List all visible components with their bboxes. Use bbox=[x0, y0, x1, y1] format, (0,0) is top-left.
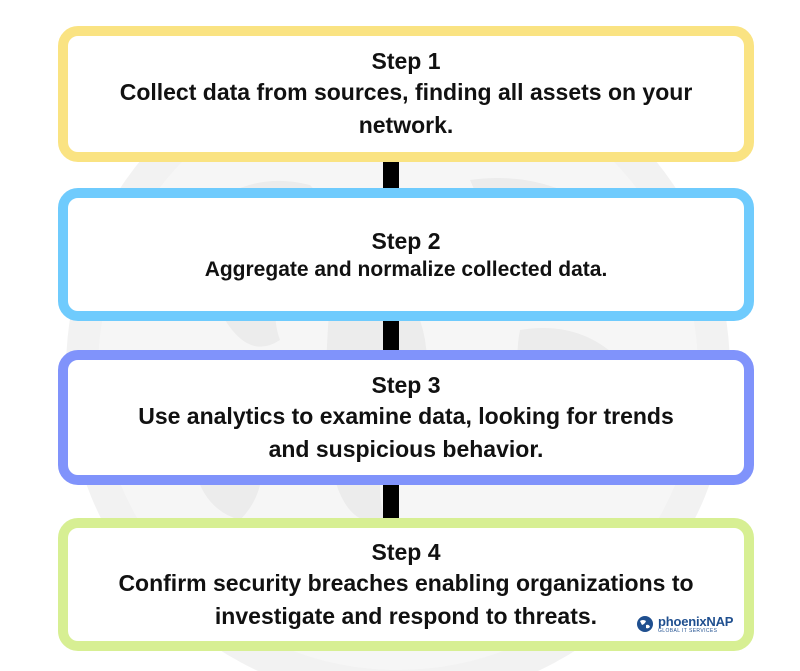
step-4-title: Step 4 bbox=[371, 538, 441, 565]
connector-line-2 bbox=[383, 319, 399, 352]
step-2-title: Step 2 bbox=[371, 227, 441, 254]
step-3-box: Step 3 Use analytics to examine data, lo… bbox=[58, 350, 754, 485]
connector-line-3 bbox=[383, 483, 399, 520]
step-3-text: Use analytics to examine data, looking f… bbox=[138, 402, 674, 462]
step-4-text: Confirm security breaches enabling organ… bbox=[118, 569, 694, 629]
step-1-title: Step 1 bbox=[371, 48, 441, 74]
step-4-box: Step 4 Confirm security breaches enablin… bbox=[58, 518, 754, 651]
logo-text: phoenixNAP GLOBAL IT SERVICES bbox=[658, 615, 733, 634]
step-2-box: Step 2 Aggregate and normalize collected… bbox=[58, 188, 754, 321]
phoenixnap-logo: phoenixNAP GLOBAL IT SERVICES bbox=[636, 613, 733, 635]
step-1-box: Step 1 Collect data from sources, findin… bbox=[58, 26, 754, 162]
step-1-text: Collect data from sources, finding all a… bbox=[119, 79, 693, 138]
logo-name: phoenixNAP bbox=[658, 613, 734, 629]
step-2-text: Aggregate and normalize collected data. bbox=[204, 257, 608, 281]
globe-logo-icon bbox=[637, 616, 653, 632]
logo-tagline: GLOBAL IT SERVICES bbox=[658, 627, 718, 634]
step-3-title: Step 3 bbox=[371, 371, 441, 398]
connector-line-1 bbox=[383, 160, 399, 190]
